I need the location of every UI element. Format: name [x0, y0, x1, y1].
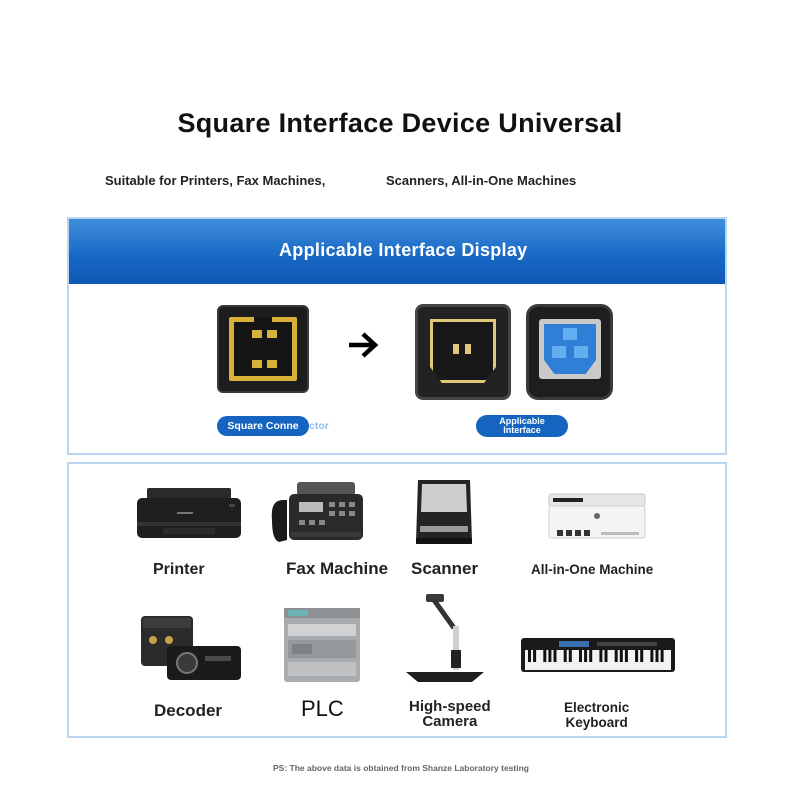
- page-title: Square Interface Device Universal: [177, 108, 623, 138]
- footnote: PS: The above data is obtained from Shan…: [273, 763, 529, 773]
- scanner-label: Scanner: [411, 559, 479, 578]
- subtitle-right: Scanners, All-in-One Machines: [386, 173, 577, 188]
- usb3-b-port-image: [526, 304, 613, 400]
- square-connector-image: [217, 305, 309, 393]
- all-in-one-machine-label: All-in-One Machine: [531, 562, 654, 577]
- electronic-keyboard-label: Electronic Keyboard: [564, 700, 630, 730]
- printer-image: [137, 488, 241, 538]
- devices-panel: Printer Fax Machine Scanner All-in-One M…: [67, 462, 727, 738]
- scanner-image: [416, 480, 472, 544]
- subtitle-left: Suitable for Printers, Fax Machines,: [105, 173, 326, 188]
- arrow-right-icon: [349, 332, 379, 358]
- interface-panel: Applicable Interface Display: [67, 217, 727, 455]
- printer-label: Printer: [153, 561, 205, 578]
- plc-image: [284, 608, 360, 682]
- interface-panel-title: Applicable Interface Display: [279, 240, 528, 260]
- decoder-label: Decoder: [154, 701, 223, 720]
- decoder-image: [141, 616, 241, 680]
- all-in-one-machine-image: [548, 493, 646, 539]
- square-connector-label: Square Conne: [217, 416, 309, 436]
- electronic-keyboard-image: [521, 638, 675, 672]
- applicable-interface-label: Applicable Interface: [476, 415, 568, 437]
- interface-panel-header: Applicable Interface Display: [69, 219, 725, 284]
- plc-label: PLC: [301, 696, 344, 721]
- fax-machine-label: Fax Machine: [286, 559, 389, 578]
- high-speed-camera-image: [406, 594, 484, 682]
- usb-b-port-image: [415, 304, 511, 400]
- square-connector-label-tail: ctor: [309, 420, 329, 432]
- fax-machine-image: [271, 482, 363, 542]
- high-speed-camera-label: High-speed Camera: [409, 698, 491, 730]
